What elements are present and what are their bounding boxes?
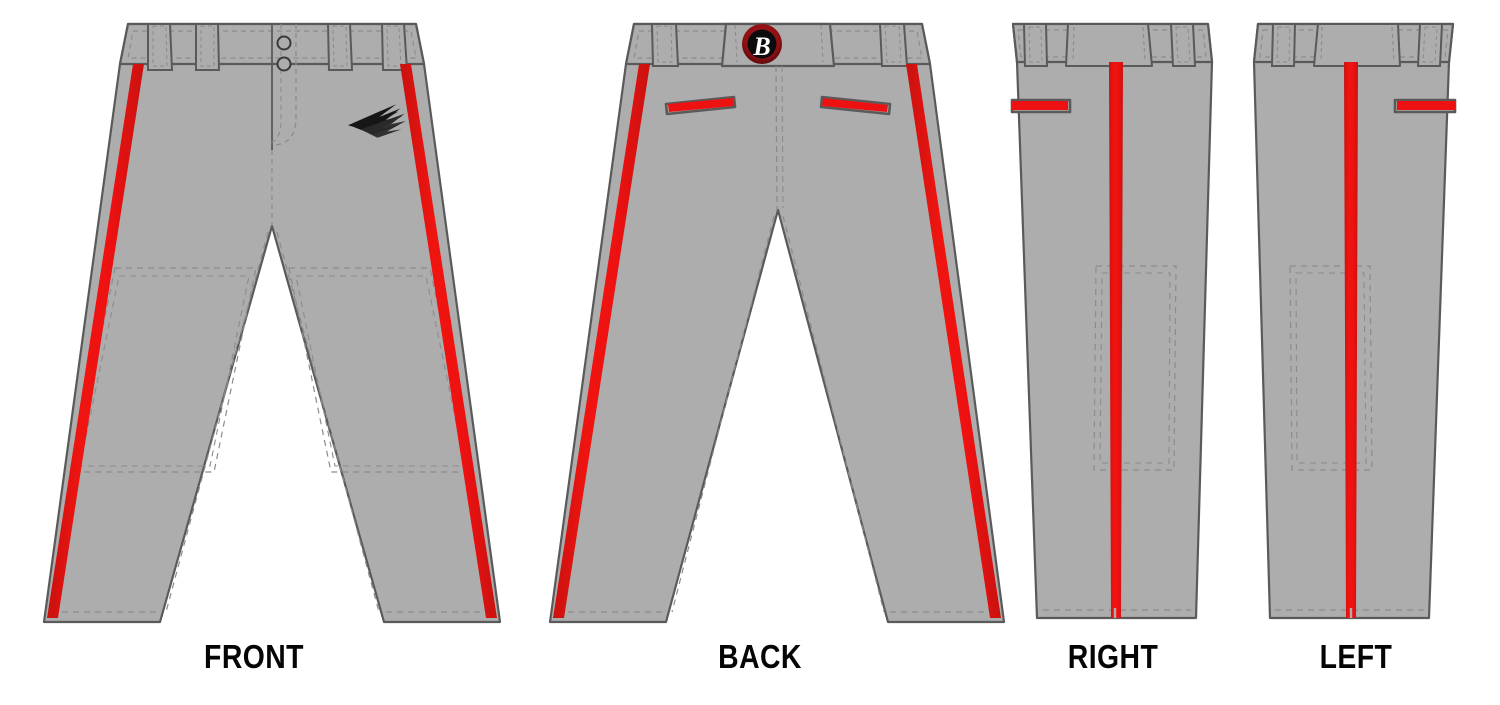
left-waist-tab-stitch-2 [1391, 26, 1395, 63]
belt-loop-stitch [200, 25, 215, 67]
back-side-stripe-right [906, 64, 1001, 618]
back-inseam-stitch-left [671, 215, 775, 613]
view-back: B [548, 22, 1006, 624]
belt-loop-stitch [332, 25, 348, 67]
right-welt-pocket [1010, 98, 1072, 114]
belt-loop [147, 23, 174, 71]
belt-loop [650, 23, 680, 67]
button-eyelet-icon [276, 56, 292, 72]
back-center-tab-stitch-right [820, 24, 824, 63]
belt-loop [195, 23, 221, 71]
belt-loop-stitch [1028, 26, 1043, 63]
left-waist-tab [1313, 23, 1401, 67]
belt-loop-stitch [656, 25, 673, 63]
view-front [42, 22, 502, 624]
belt-loop-stitch [1175, 26, 1191, 63]
back-center-seam [775, 65, 778, 211]
belt-loop [1270, 23, 1297, 67]
knee-panel-left-inner [79, 275, 250, 467]
belt-loop-stitch [1276, 26, 1291, 63]
left-waistband-inner-stitch [1259, 29, 1449, 58]
right-knee-panel [1093, 265, 1177, 471]
right-waist-tab [1065, 23, 1153, 67]
back-belt-loops [650, 23, 909, 67]
back-center-seam-2 [781, 65, 784, 209]
button-eyelet-icon [276, 35, 292, 51]
right-waist-tab-stitch-2 [1142, 26, 1146, 63]
front-side-stripe-right [400, 64, 497, 618]
knee-panel-left [72, 267, 257, 473]
belt-loop [1022, 23, 1049, 67]
left-knee-panel [1289, 265, 1373, 471]
back-welt-pocket-left [664, 95, 737, 116]
back-pants-body [548, 22, 1006, 624]
belt-loop [1169, 23, 1197, 67]
front-waistband-buttons [276, 35, 292, 72]
right-side-stripe [1109, 62, 1123, 618]
back-center-tab-stitch-left [734, 24, 738, 63]
back-side-stripe-left [553, 64, 650, 618]
knee-panel-right [288, 267, 473, 473]
belt-loop [1416, 23, 1444, 67]
back-welt-pocket-right [819, 95, 892, 116]
view-label-front: FRONT [204, 638, 304, 675]
left-side-stripe [1344, 62, 1358, 618]
badge-letter-b: B [752, 32, 770, 61]
belt-loop [326, 23, 354, 71]
belt-loop [878, 23, 909, 67]
brand-arrow-logo-icon [348, 104, 406, 138]
right-waistband-inner-stitch [1017, 29, 1207, 58]
circular-b-logo-badge: B [742, 24, 782, 64]
left-welt-pocket [1393, 98, 1457, 114]
front-fly-stitch [275, 24, 297, 146]
belt-loop-stitch [152, 25, 168, 67]
back-inseam-stitch-right [782, 215, 885, 613]
left-waist-tab-stitch [1320, 26, 1323, 63]
belt-loop-stitch [884, 25, 902, 63]
view-right [1010, 22, 1214, 620]
view-label-right: RIGHT [1067, 638, 1159, 675]
belt-loop-stitch [1422, 26, 1438, 63]
front-side-stripe-left [47, 64, 144, 618]
belt-loop [380, 23, 409, 71]
view-label-left: LEFT [1319, 638, 1393, 675]
right-belt-loops [1022, 23, 1197, 67]
view-label-back: BACK [718, 638, 802, 675]
badge-inner-field [747, 29, 777, 59]
right-waist-tab-stitch [1072, 26, 1075, 63]
left-belt-loops [1270, 23, 1444, 67]
view-left [1252, 22, 1457, 620]
front-fly-stitch-inner [269, 24, 282, 144]
